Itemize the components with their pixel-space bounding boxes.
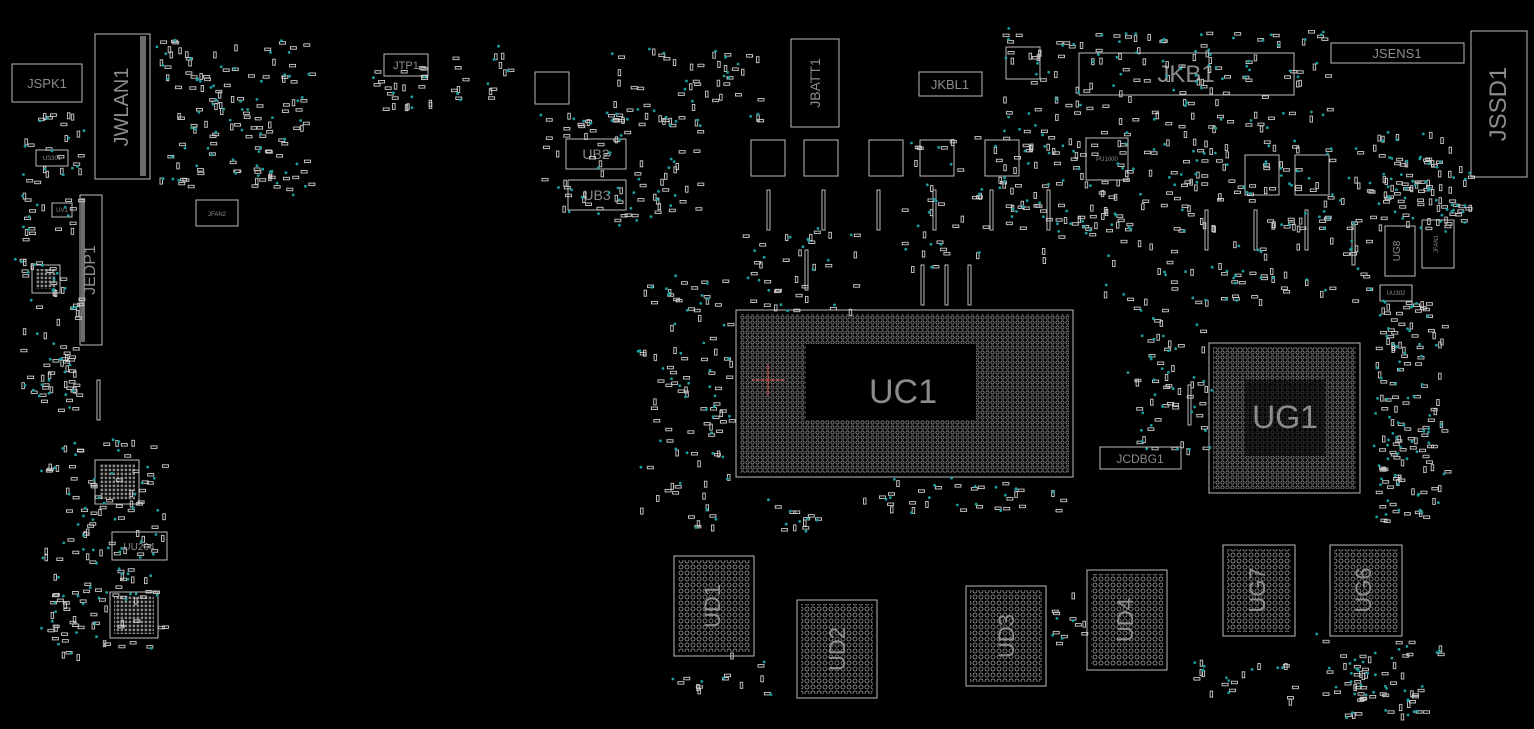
- comp-ug1[interactable]: UG1: [1208, 342, 1361, 494]
- comp-ud1[interactable]: UD1: [673, 555, 755, 657]
- test-points: [13, 27, 1472, 720]
- comp-uu302[interactable]: UU302: [1379, 284, 1413, 302]
- comp-jssd1[interactable]: JSSD1: [1470, 30, 1528, 178]
- label-ud2: UD2: [825, 627, 850, 671]
- label-jssd1: JSSD1: [1485, 67, 1512, 142]
- label-ub3: UB3: [583, 187, 610, 203]
- label-jwlan1: JWLAN1: [111, 68, 133, 147]
- comp-uu204[interactable]: UU204: [111, 531, 168, 561]
- label-us301: US301: [43, 156, 62, 162]
- comp-ud4[interactable]: UD4: [1086, 569, 1168, 671]
- label-pu1000: PU1000: [1096, 157, 1118, 163]
- label-jkbl1: JKBL1: [931, 77, 969, 92]
- comp-jkb1[interactable]: JKB1: [1078, 52, 1295, 96]
- label-uc1: UC1: [869, 373, 937, 411]
- label-jedp1: JEDP1: [82, 245, 99, 295]
- label-ub2: UB2: [582, 146, 609, 162]
- passive-components: [19, 30, 1475, 721]
- label-jspk1: JSPK1: [27, 76, 67, 91]
- comp-jfan2[interactable]: JFAN2: [195, 199, 239, 227]
- comp-ud3[interactable]: UD3: [965, 585, 1047, 687]
- label-ug7: UG7: [1245, 567, 1270, 612]
- label-ud3: UD3: [994, 614, 1019, 658]
- label-jtp1: JTP1: [393, 60, 419, 72]
- label-ud4: UD4: [1113, 598, 1138, 642]
- comp-jtp1[interactable]: JTP1: [383, 53, 429, 77]
- label-jsens1: JSENS1: [1372, 46, 1421, 61]
- comp-ud2[interactable]: UD2: [796, 599, 878, 699]
- label-uu204: UU204: [123, 542, 155, 553]
- comp-uc1[interactable]: UC1: [735, 309, 1074, 478]
- comp-left-chip-2[interactable]: [109, 591, 159, 639]
- label-uu302: UU302: [1387, 291, 1406, 297]
- comp-jbatt1[interactable]: JBATT1: [790, 38, 840, 128]
- label-ug1: UG1: [1252, 399, 1318, 435]
- comp-left-chip-1[interactable]: [94, 459, 140, 505]
- comp-ug8[interactable]: UG8: [1384, 225, 1416, 277]
- comp-pu1000[interactable]: PU1000: [1085, 137, 1129, 181]
- label-ud1: UD1: [700, 584, 725, 628]
- label-ug8: UG8: [1392, 240, 1403, 261]
- comp-jsens1[interactable]: JSENS1: [1330, 42, 1465, 64]
- label-jfan1: JFAN1: [1434, 234, 1440, 253]
- power-stage-row: [534, 46, 1330, 196]
- label-jcdbg1: JCDBG1: [1116, 452, 1164, 466]
- label-jbatt1: JBATT1: [807, 58, 823, 108]
- comp-ub2[interactable]: UB2: [565, 138, 627, 170]
- label-jfan2: JFAN2: [208, 212, 227, 218]
- comp-jwlan1[interactable]: JWLAN1: [94, 33, 151, 180]
- label-ug6: UG6: [1351, 567, 1376, 612]
- comp-jfan1[interactable]: JFAN1: [1421, 219, 1455, 269]
- comp-jspk1[interactable]: JSPK1: [11, 63, 83, 103]
- comp-ug7[interactable]: UG7: [1222, 544, 1296, 637]
- label-jkb1: JKB1: [1157, 61, 1214, 88]
- comp-jkbl1[interactable]: JKBL1: [918, 71, 983, 97]
- comp-jcdbg1[interactable]: JCDBG1: [1099, 446, 1182, 470]
- label-uv1: UV1: [56, 208, 68, 214]
- comp-ug6[interactable]: UG6: [1329, 544, 1403, 637]
- comp-jedp1[interactable]: JEDP1: [79, 194, 103, 346]
